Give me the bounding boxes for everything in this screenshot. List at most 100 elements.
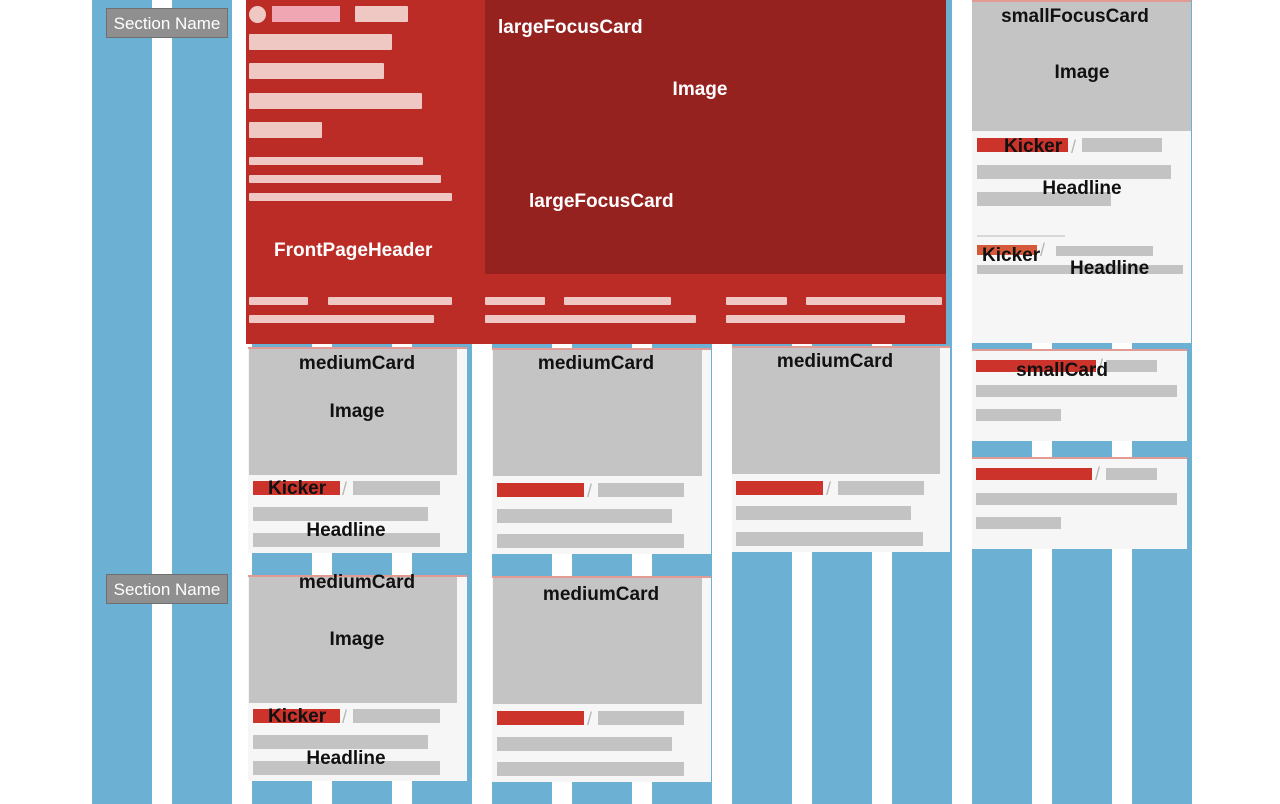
small-card: / smallCard: [972, 349, 1187, 441]
medium-card-image: [493, 578, 702, 704]
medium-card-label: mediumCard: [298, 572, 416, 593]
meta-placeholder: [838, 481, 924, 495]
kicker-bar: [977, 245, 1037, 255]
kicker-label: Kicker: [268, 478, 327, 499]
strip-placeholder: [249, 315, 434, 323]
medium-card-image: [249, 577, 457, 703]
kicker-label: Kicker: [1004, 136, 1063, 157]
divider: [977, 235, 1065, 237]
headline-placeholder: [497, 762, 684, 776]
medium-card-image: [732, 348, 940, 474]
strip-placeholder: [726, 297, 787, 305]
kicker-label: Kicker: [982, 245, 1041, 266]
meta-placeholder: [1056, 246, 1153, 256]
headline-placeholder: [976, 385, 1177, 397]
large-focus-card-label: largeFocusCard: [498, 17, 643, 38]
headline-placeholder: [249, 34, 392, 50]
kicker-bar: [736, 481, 823, 495]
kicker-bar: [253, 481, 340, 495]
slash-icon: /: [1040, 240, 1046, 260]
small-card: /: [972, 457, 1187, 549]
kicker-bar: [976, 360, 1096, 372]
large-focus-card-image-label: Image: [672, 79, 728, 100]
headline-placeholder: [977, 192, 1111, 206]
text-placeholder: [249, 175, 441, 183]
strip-placeholder: [806, 297, 942, 305]
logo-placeholder: [272, 6, 340, 22]
medium-card: mediumCard /: [492, 576, 711, 782]
medium-card-label: mediumCard: [298, 353, 416, 374]
slash-icon: /: [587, 481, 593, 501]
medium-card: mediumCard /: [732, 346, 950, 552]
headline-placeholder: [976, 409, 1061, 421]
headline-placeholder: [253, 507, 428, 521]
slash-icon: /: [342, 479, 348, 499]
headline-placeholder: [977, 265, 1183, 274]
kicker-bar: [497, 711, 584, 725]
medium-card-label: mediumCard: [776, 351, 894, 372]
headline-placeholder: [736, 506, 911, 520]
headline-label: Headline: [306, 520, 386, 541]
medium-card-image-label: Image: [329, 629, 385, 650]
medium-card: mediumCard Image / Kicker Headline: [248, 347, 467, 553]
medium-card-image: [249, 349, 457, 475]
large-focus-card-label-2: largeFocusCard: [529, 191, 674, 212]
meta-placeholder: [1106, 360, 1157, 372]
strip-placeholder: [485, 315, 696, 323]
headline-placeholder: [977, 165, 1171, 179]
headline-placeholder: [249, 63, 384, 79]
kicker-bar: [253, 709, 340, 723]
meta-placeholder: [1082, 138, 1162, 152]
headline-placeholder: [736, 532, 923, 546]
strip-placeholder: [328, 297, 452, 305]
kicker-bar: [976, 468, 1092, 480]
section-name-label: Section Name: [106, 574, 228, 604]
headline-placeholder: [249, 93, 422, 109]
kicker-bar: [977, 138, 1068, 152]
text-placeholder: [249, 193, 452, 201]
medium-card-image: [493, 350, 702, 476]
headline-placeholder: [497, 534, 684, 548]
meta-placeholder: [353, 709, 440, 723]
headline-label: Headline: [1042, 178, 1122, 199]
medium-card-label: mediumCard: [537, 353, 655, 374]
headline-placeholder: [976, 493, 1177, 505]
headline-placeholder: [497, 737, 672, 751]
headline-placeholder: [249, 122, 322, 138]
grid-column: [172, 0, 232, 804]
kicker-label: Kicker: [268, 706, 327, 727]
strip-placeholder: [564, 297, 671, 305]
slash-icon: /: [587, 709, 593, 729]
meta-placeholder: [598, 483, 684, 497]
kicker-bar: [497, 483, 584, 497]
medium-card: mediumCard Image / Kicker Headline: [248, 572, 467, 781]
strip-placeholder: [485, 297, 545, 305]
headline-label: Headline: [1070, 258, 1150, 279]
small-focus-card-image: [972, 2, 1191, 131]
front-page-header-label: FrontPageHeader: [274, 240, 433, 261]
medium-card-image-label: Image: [329, 401, 385, 422]
avatar-placeholder: [249, 6, 266, 23]
small-focus-card-label: smallFocusCard: [1001, 6, 1149, 27]
small-focus-card-image-label: Image: [1054, 62, 1110, 83]
strip-placeholder: [726, 315, 905, 323]
headline-placeholder: [253, 761, 440, 775]
slash-icon: /: [342, 707, 348, 727]
meta-placeholder: [1106, 468, 1157, 480]
menu-placeholder: [355, 6, 408, 22]
medium-card-label: mediumCard: [542, 584, 660, 605]
slash-icon: /: [1071, 137, 1077, 157]
headline-label: Headline: [306, 748, 386, 769]
strip-placeholder: [249, 297, 308, 305]
grid-column: [92, 0, 152, 804]
slash-icon: /: [826, 479, 832, 499]
slash-icon: /: [1095, 464, 1101, 484]
meta-placeholder: [353, 481, 440, 495]
headline-placeholder: [253, 735, 428, 749]
small-card-label: smallCard: [1016, 360, 1108, 381]
large-focus-card: largeFocusCard Image largeFocusCard: [485, 0, 946, 274]
headline-placeholder: [976, 517, 1061, 529]
meta-placeholder: [598, 711, 684, 725]
slash-icon: /: [1098, 356, 1104, 376]
text-placeholder: [249, 157, 423, 165]
